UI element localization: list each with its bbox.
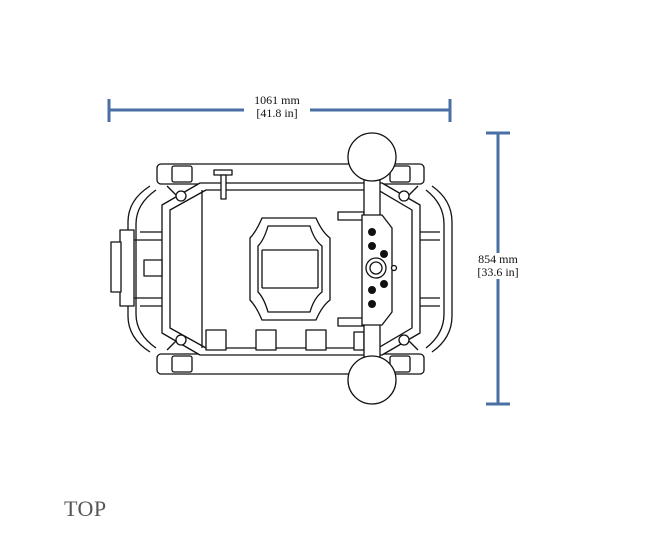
height-dimension-label: 854 mm [33.6 in] [470,253,526,279]
width-dimension-label: 1061 mm [41.8 in] [244,94,310,120]
corner-mount-tl [171,165,193,183]
height-imperial: [33.6 in] [477,265,519,279]
corner-mount-bl [171,355,193,373]
view-label: TOP [64,496,107,521]
center-cradle [249,217,331,321]
foot-2 [255,329,277,351]
foot-1 [205,329,227,351]
width-imperial: [41.8 in] [256,106,298,120]
height-metric: 854 mm [478,252,518,266]
front-mount [119,229,135,307]
vehicle-body [110,132,453,405]
top-handle [213,169,233,176]
corner-mount-tr [389,165,411,183]
right-bumper [431,185,453,353]
width-metric: 1061 mm [254,93,300,107]
foot-4 [353,331,365,351]
mast-holes [368,228,388,308]
mast-hub [365,257,387,279]
bottom-float [347,355,397,405]
top-float [347,132,397,182]
foot-3 [305,329,327,351]
